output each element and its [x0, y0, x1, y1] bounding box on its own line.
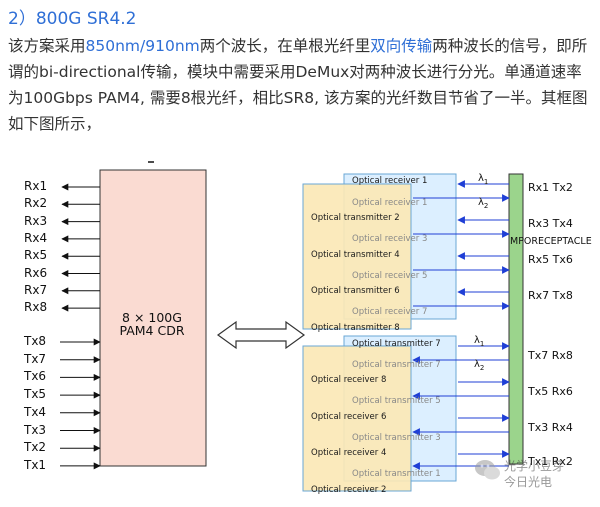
- upper-module-back-label: Optical receiver 3: [352, 234, 428, 245]
- cdr-label-line2: PAM4 CDR: [119, 322, 185, 338]
- mpo-label: MPORECEPTACLE: [510, 236, 592, 247]
- upper-module-back-label: Optical receiver 1: [352, 198, 428, 208]
- upper-module-front-label: Optical transmitter 4: [311, 249, 400, 260]
- wavelength-label: λ1: [474, 335, 485, 348]
- mpo-port-label: Tx3 Rx4: [528, 421, 573, 434]
- lower-module-front-label: Optical receiver 6: [311, 411, 387, 422]
- tx-signal-label: Tx4: [24, 404, 47, 419]
- watermark-line2: 今日光电: [504, 475, 553, 489]
- watermark-line1: 光学小豆芽: [504, 459, 565, 473]
- upper-module-front-label: Optical transmitter 2: [311, 213, 400, 223]
- cdr-block: [99, 169, 207, 467]
- rx-signal-label: Rx7: [24, 282, 48, 297]
- upper-module-top-label: Optical receiver 1: [352, 176, 428, 186]
- upper-module-front-label: Optical transmitter 6: [311, 286, 400, 297]
- keyword-link-wavelengths[interactable]: 850nm/910nm: [85, 37, 200, 55]
- mpo-receptacle: [508, 173, 524, 465]
- mpo-port-label: Rx5 Tx6: [528, 253, 573, 266]
- lower-module-back-label: Optical transmitter 3: [352, 432, 441, 443]
- upper-module-front-box: [302, 183, 412, 330]
- mpo-port-label: Tx7 Rx8: [528, 349, 573, 362]
- wavelength-label: λ1: [478, 173, 489, 186]
- diagram-graphics: [60, 161, 524, 492]
- paragraph-text: 该方案采用: [8, 37, 86, 55]
- mpo-port-label: Tx5 Rx6: [528, 385, 573, 398]
- rx-signal-label: Rx3: [24, 213, 48, 228]
- mpo-port-label: Rx1 Tx2: [528, 181, 573, 194]
- bidirectional-arrow: [216, 320, 306, 350]
- tx-signal-label: Tx8: [24, 334, 47, 348]
- lower-module-front-label: Optical receiver 4: [311, 448, 387, 459]
- wavelength-label: λ2: [474, 359, 485, 372]
- lower-module-top-label: Optical transmitter 7: [352, 339, 441, 349]
- keyword-link-bidirectional[interactable]: 双向传输: [370, 37, 433, 55]
- rx-signal-label: Rx4: [24, 230, 48, 245]
- tx-signal-label: Tx3: [24, 422, 47, 437]
- lower-module-back-label: Optical transmitter 7: [352, 360, 441, 370]
- section-heading: 2）800G SR4.2: [8, 9, 137, 29]
- rx-signal-label: Rx1: [24, 179, 48, 193]
- tx-signal-label: Tx7: [24, 351, 47, 366]
- paragraph-text: 两个波长，在单根光纤里: [199, 37, 371, 55]
- upper-module-back-label: Optical receiver 5: [352, 270, 428, 281]
- lower-module-back-label: Optical transmitter 5: [352, 396, 441, 407]
- rx-signal-label: Rx5: [24, 248, 48, 263]
- tx-signal-label: Tx6: [24, 369, 47, 384]
- rx-signal-label: Rx2: [24, 196, 48, 211]
- cdr-label-line1: 8 × 100G: [122, 310, 182, 325]
- lower-module-front-box: [302, 345, 412, 492]
- paragraph-text: 两种波长的信号，即所谓的bi-directional传输，模块中需要采用DeMu…: [8, 37, 588, 133]
- mpo-port-label: Tx1 Rx2: [528, 455, 573, 468]
- lower-module-front-label: Optical receiver 8: [311, 375, 387, 385]
- mpo-port-label: Rx7 Tx8: [528, 289, 573, 302]
- tx-signal-label: Tx2: [24, 440, 47, 455]
- lower-module-back-label: Optical transmitter 1: [352, 468, 441, 479]
- rx-signal-label: Rx6: [24, 265, 48, 280]
- watermark-logo: 光学小豆芽 今日光电: [474, 456, 594, 500]
- lower-module-front-label: Optical receiver 2: [311, 484, 387, 495]
- tx-signal-label: Tx5: [24, 387, 47, 402]
- tx-signal-label: Tx1: [24, 457, 47, 472]
- wechat-icon: [475, 460, 500, 480]
- upper-module-front-label: Optical transmitter 8: [311, 322, 400, 333]
- upper-module-back-label: Optical receiver 7: [352, 306, 428, 317]
- article-paragraph: 该方案采用850nm/910nm两个波长，在单根光纤里双向传输两种波长的信号，即…: [8, 33, 596, 137]
- rx-signal-label: Rx8: [24, 300, 48, 315]
- mpo-port-label: Rx3 Tx4: [528, 217, 573, 230]
- wavelength-label: λ2: [478, 197, 489, 210]
